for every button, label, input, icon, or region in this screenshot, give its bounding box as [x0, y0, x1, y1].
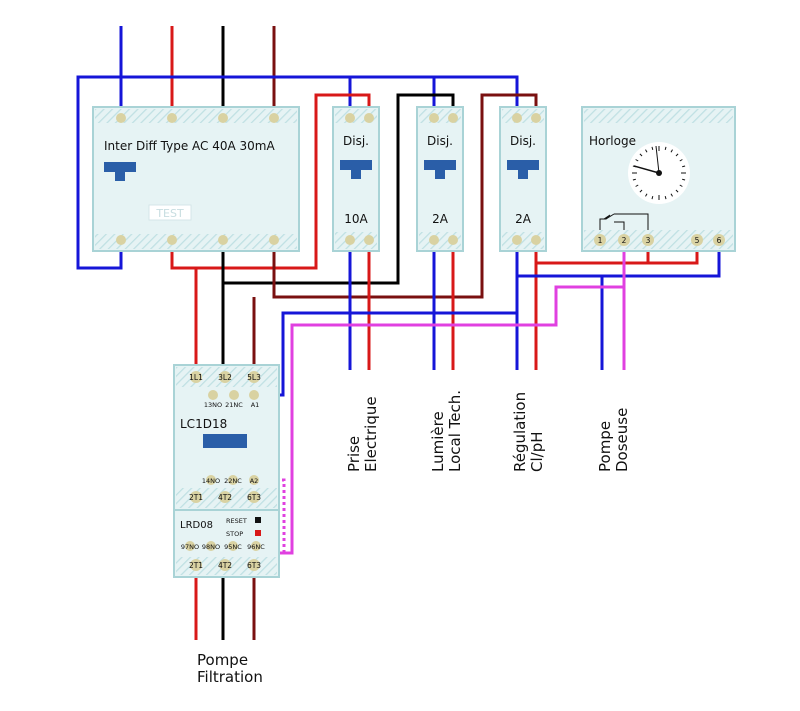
- clock-tick: [679, 159, 683, 162]
- output-lumiere-line1: Lumière: [429, 411, 447, 472]
- test-button-label: TEST: [155, 207, 184, 220]
- output-labels: Prise Electrique Lumière Local Tech. Rég…: [345, 390, 631, 472]
- output-pompe-doseuse-line1: Pompe: [596, 421, 614, 472]
- contactor-terminal-2t1: 2T1: [189, 493, 203, 502]
- breaker-3-handle: [507, 160, 539, 179]
- clock-tick: [639, 153, 643, 157]
- breaker-2: Disj. 2A: [416, 106, 464, 252]
- contactor-terminal-4t2: 4T2: [218, 493, 232, 502]
- timer-terminal-5: 5: [695, 236, 700, 245]
- relay-aux-97no: 97NO: [181, 543, 199, 551]
- clock-tick: [682, 165, 686, 168]
- reset-button[interactable]: [255, 517, 261, 523]
- pump-filtration-label: Pompe Filtration: [197, 651, 263, 686]
- thermal-relay-module: LRD08 RESET STOP 97NO 98NO 95NC 96NC 2T1…: [180, 517, 265, 570]
- contactor-aux-13no: 13NO: [204, 401, 222, 409]
- main-differential-switch: Inter Diff Type AC 40A 30mA TEST: [92, 106, 300, 252]
- timer-terminal-2: 2: [622, 236, 627, 245]
- brown-feed-wire: [272, 93, 538, 299]
- output-prise-line2: Electrique: [362, 396, 380, 472]
- timer-terminal-1: 1: [598, 236, 603, 245]
- stop-button[interactable]: [255, 530, 261, 536]
- clock-tick: [651, 146, 654, 150]
- main-switch-label: Inter Diff Type AC 40A 30mA: [104, 139, 275, 153]
- neutral-bus-wire: [76, 75, 519, 270]
- contactor-indicator: [203, 434, 247, 448]
- contactor-terminal-3l2: 3L2: [218, 373, 232, 382]
- breaker-3-rating: 2A: [515, 212, 532, 226]
- timer-module: Horloge 1 2 3 5 6: [581, 106, 736, 252]
- clock-tick: [675, 189, 679, 193]
- contactor-terminal-1l1: 1L1: [189, 373, 203, 382]
- relay-model: LRD08: [180, 520, 213, 531]
- breaker-2-name: Disj.: [427, 134, 453, 148]
- breaker-1-handle: [340, 160, 372, 179]
- black-feed-wire: [221, 93, 455, 285]
- relay-aux-98no: 98NO: [202, 543, 220, 551]
- clock-tick: [664, 146, 667, 150]
- contactor-aux-22nc: 22NC: [224, 477, 242, 485]
- clock-tick: [664, 196, 667, 200]
- contactor-model: LC1D18: [180, 417, 227, 431]
- coil-command-wire: [278, 285, 624, 555]
- clock-tick: [670, 193, 673, 197]
- main-switch-handle: [104, 162, 136, 181]
- output-regulation-line1: Régulation: [511, 392, 529, 472]
- clock-tick: [645, 149, 648, 153]
- wires: [76, 26, 721, 640]
- clock-tick: [651, 196, 654, 200]
- relay-terminal-2t1: 2T1: [189, 561, 203, 570]
- timer-label: Horloge: [589, 134, 636, 148]
- output-regulation-line2: Cl/pH: [528, 432, 546, 473]
- pump-label-line2: Filtration: [197, 668, 263, 686]
- relay-reset-label: RESET: [226, 517, 247, 525]
- pump-label-line1: Pompe: [197, 651, 248, 669]
- clock-tick: [639, 189, 643, 193]
- timer-terminal-3: 3: [646, 236, 651, 245]
- clock-tick: [679, 184, 683, 187]
- contactor-aux-a2: A2: [250, 477, 259, 485]
- breaker-2-rating: 2A: [432, 212, 449, 226]
- clock-tick: [645, 193, 648, 197]
- output-lumiere-line2: Local Tech.: [446, 390, 464, 472]
- timer-terminals: [594, 234, 725, 246]
- test-button[interactable]: [148, 204, 192, 221]
- main-switch-top-terminals: [116, 113, 279, 123]
- clock-tick: [632, 178, 636, 181]
- relay-terminal-4t2: 4T2: [218, 561, 232, 570]
- contactor-aux-a1: A1: [251, 401, 260, 409]
- clock-tick: [682, 178, 686, 181]
- relay-stop-label: STOP: [226, 530, 243, 538]
- main-switch-bottom-terminals: [116, 235, 279, 245]
- breaker-3: Disj. 2A: [499, 106, 547, 252]
- clock-tick: [635, 184, 639, 187]
- contactor-module: 1L1 3L2 5L3 13NO 21NC A1 LC1D18 14NO 22N…: [173, 364, 280, 578]
- breaker-1: Disj. 10A: [332, 106, 380, 252]
- clock-tick: [635, 159, 639, 162]
- output-prise-line1: Prise: [345, 436, 363, 472]
- clock-icon: [628, 142, 690, 204]
- contactor-terminal-6t3: 6T3: [247, 493, 261, 502]
- timer-neutral-wire: [517, 250, 721, 278]
- timer-phase-wire: [536, 250, 699, 265]
- contactor-terminal-5l3: 5L3: [247, 373, 261, 382]
- relay-aux-95nc: 95NC: [224, 543, 242, 551]
- breaker-2-handle: [424, 160, 456, 179]
- phase-feed-wire: [170, 93, 371, 270]
- output-pompe-doseuse-line2: Doseuse: [613, 408, 631, 472]
- contactor-aux-21nc: 21NC: [225, 401, 243, 409]
- clock-tick: [675, 153, 679, 157]
- clock-tick: [670, 149, 673, 153]
- timer-terminal-6: 6: [717, 236, 722, 245]
- relay-aux-96nc: 96NC: [247, 543, 265, 551]
- contactor-aux-14no: 14NO: [202, 477, 220, 485]
- breaker-3-name: Disj.: [510, 134, 536, 148]
- breaker-1-name: Disj.: [343, 134, 369, 148]
- breaker-1-rating: 10A: [344, 212, 368, 226]
- relay-terminal-6t3: 6T3: [247, 561, 261, 570]
